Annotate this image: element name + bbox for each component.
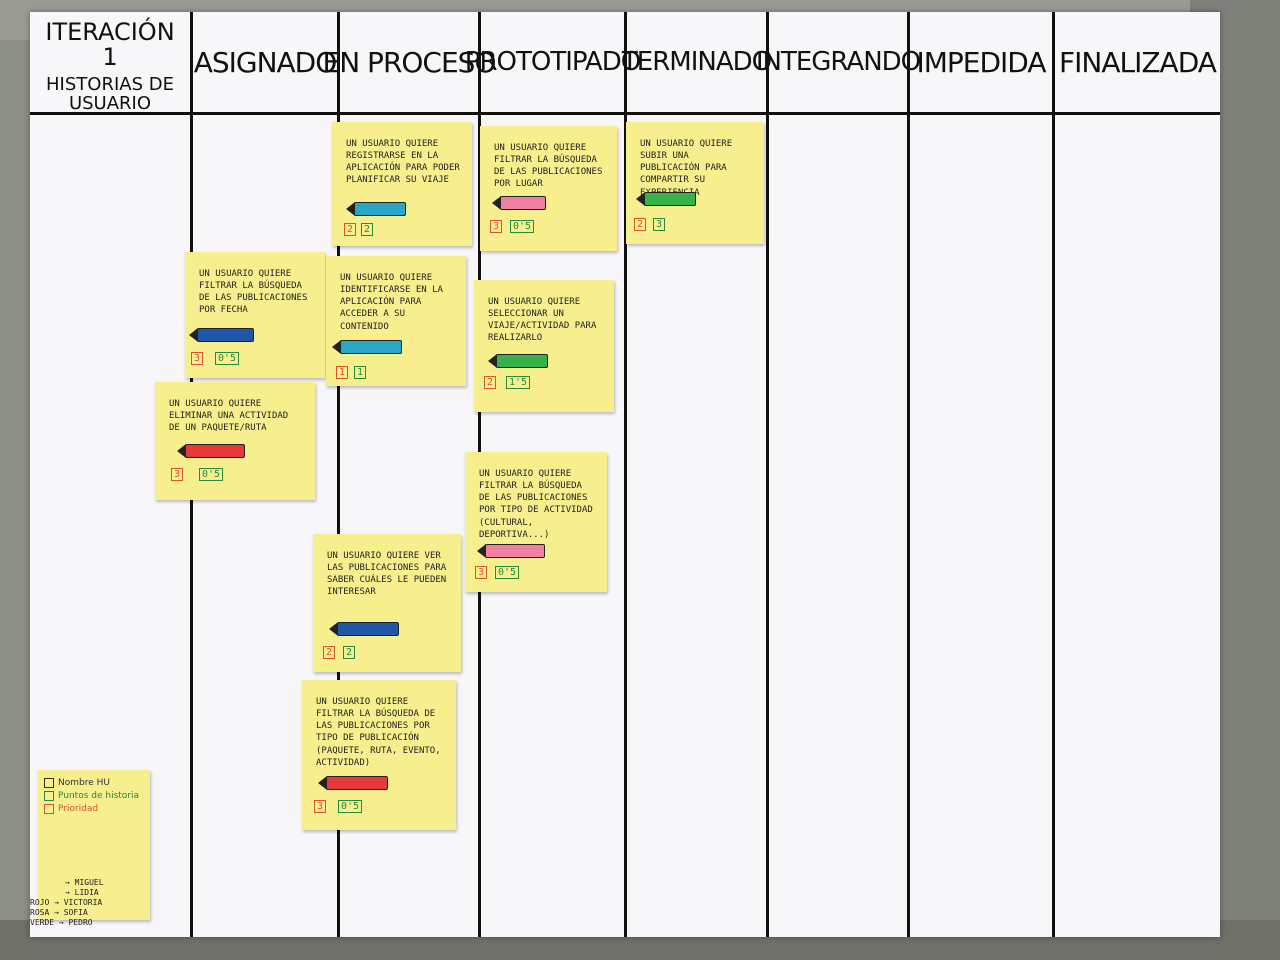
priority-badge: 3 [314,800,327,813]
legend-swatch [44,791,54,801]
assignee-arrow [477,544,545,558]
legend-label: Nombre HU [58,778,110,788]
story-points-badge: 0'5 [495,566,520,579]
story-text: UN USUARIO QUIERE REGISTRARSE EN LA APLI… [346,139,460,186]
story-text: UN USUARIO QUIERE FILTRAR LA BÚSQUEDA DE… [494,143,603,190]
assignee-arrow [346,202,406,216]
story-points-badge: 0'5 [338,800,363,813]
assignee-arrow [488,354,548,368]
priority-badge: 3 [171,468,184,481]
story-note[interactable]: UN USUARIO QUIERE FILTRAR LA BÚSQUEDA DE… [302,680,456,830]
assignee-entry: ROSA → SOFIA [30,908,88,917]
story-note[interactable]: UN USUARIO QUIERE FILTRAR LA BÚSQUEDA DE… [465,452,607,592]
column-divider [337,12,340,937]
column-divider [907,12,910,937]
story-points-badge: 3 [653,218,666,231]
legend-item: Prioridad [44,804,144,814]
story-points-badge: 0'5 [199,468,224,481]
assignee-arrow [318,776,388,790]
legend-item: Puntos de historia [44,791,144,801]
column-header-prototipado: PROTOTIPADO [464,47,641,77]
legend-label: Prioridad [58,804,99,814]
assignee-arrow [636,192,696,206]
story-points-badge: 1 [354,366,367,379]
column-divider [624,12,627,937]
story-note[interactable]: UN USUARIO QUIERE SELECCIONAR UN VIAJE/A… [474,280,614,412]
assignee-entry: VERDE → PEDRO [30,918,93,927]
column-header-asignado: ASIGNADO [193,45,338,79]
priority-badge: 2 [484,376,497,389]
story-points-badge: 2 [343,646,356,659]
iteration-subtitle: HISTORIAS DE USUARIO [46,74,174,115]
story-text: UN USUARIO QUIERE FILTRAR LA BÚSQUEDA DE… [199,269,308,316]
story-note[interactable]: UN USUARIO QUIERE IDENTIFICARSE EN LA AP… [326,256,466,386]
story-text: UN USUARIO QUIERE IDENTIFICARSE EN LA AP… [340,273,443,332]
kanban-board: ITERACIÓN 1 HISTORIAS DE USUARIO ASIGNAD… [30,12,1220,937]
story-points-badge: 0'5 [510,220,535,233]
story-text: UN USUARIO QUIERE FILTRAR LA BÚSQUEDA DE… [479,469,593,540]
story-points-badge: 0'5 [215,352,240,365]
story-text: UN USUARIO QUIERE ELIMINAR UNA ACTIVIDAD… [169,399,289,434]
assignee-key: → MIGUEL → LIDIA ROJO → VICTORIA ROSA → … [30,878,104,928]
column-header-en-proceso: EN PROCESO [322,45,497,79]
column-divider [766,12,769,937]
legend-note: Nombre HU Puntos de historia Prioridad [38,770,150,920]
story-note[interactable]: UN USUARIO QUIERE ELIMINAR UNA ACTIVIDAD… [155,382,315,500]
assignee-entry: → LIDIA [65,888,99,897]
column-header-finalizada: FINALIZADA [1059,45,1217,79]
priority-badge: 3 [475,566,488,579]
story-points-badge: 2 [361,223,374,236]
story-text: UN USUARIO QUIERE SUBIR UNA PUBLICACIÓN … [640,139,733,198]
priority-badge: 1 [336,366,349,379]
assignee-arrow [177,444,245,458]
legend-swatch [44,778,54,788]
iteration-title: ITERACIÓN 1 [45,18,175,72]
story-note[interactable]: UN USUARIO QUIERE FILTRAR LA BÚSQUEDA DE… [480,126,617,251]
priority-badge: 2 [634,218,647,231]
header-divider [30,112,1220,115]
column-header-terminado: TERMINADO [621,47,772,77]
iteration-header: ITERACIÓN 1 HISTORIAS DE USUARIO [40,18,180,113]
story-note[interactable]: UN USUARIO QUIERE REGISTRARSE EN LA APLI… [332,122,472,246]
assignee-arrow [332,340,402,354]
story-note[interactable]: UN USUARIO QUIERE SUBIR UNA PUBLICACIÓN … [626,122,764,244]
story-text: UN USUARIO QUIERE FILTRAR LA BÚSQUEDA DE… [316,697,441,768]
priority-badge: 3 [191,352,204,365]
story-text: UN USUARIO QUIERE SELECCIONAR UN VIAJE/A… [488,297,597,344]
assignee-arrow [329,622,399,636]
story-note[interactable]: UN USUARIO QUIERE VER LAS PUBLICACIONES … [313,534,461,672]
assignee-arrow [492,196,546,210]
assignee-entry: ROJO → VICTORIA [30,898,103,907]
column-header-impedida: IMPEDIDA [916,45,1046,79]
story-points-badge: 1'5 [506,376,531,389]
assignee-entry: → MIGUEL [65,878,104,887]
column-header-integrando: INTEGRANDO [755,47,921,77]
priority-badge: 2 [323,646,336,659]
legend-item: Nombre HU [44,778,144,788]
priority-badge: 2 [344,223,357,236]
story-note[interactable]: UN USUARIO QUIERE FILTRAR LA BÚSQUEDA DE… [185,252,325,378]
priority-badge: 3 [490,220,503,233]
legend-label: Puntos de historia [58,791,140,801]
assignee-arrow [189,328,254,342]
column-divider [1052,12,1055,937]
story-text: UN USUARIO QUIERE VER LAS PUBLICACIONES … [327,551,447,598]
legend-swatch [44,804,54,814]
